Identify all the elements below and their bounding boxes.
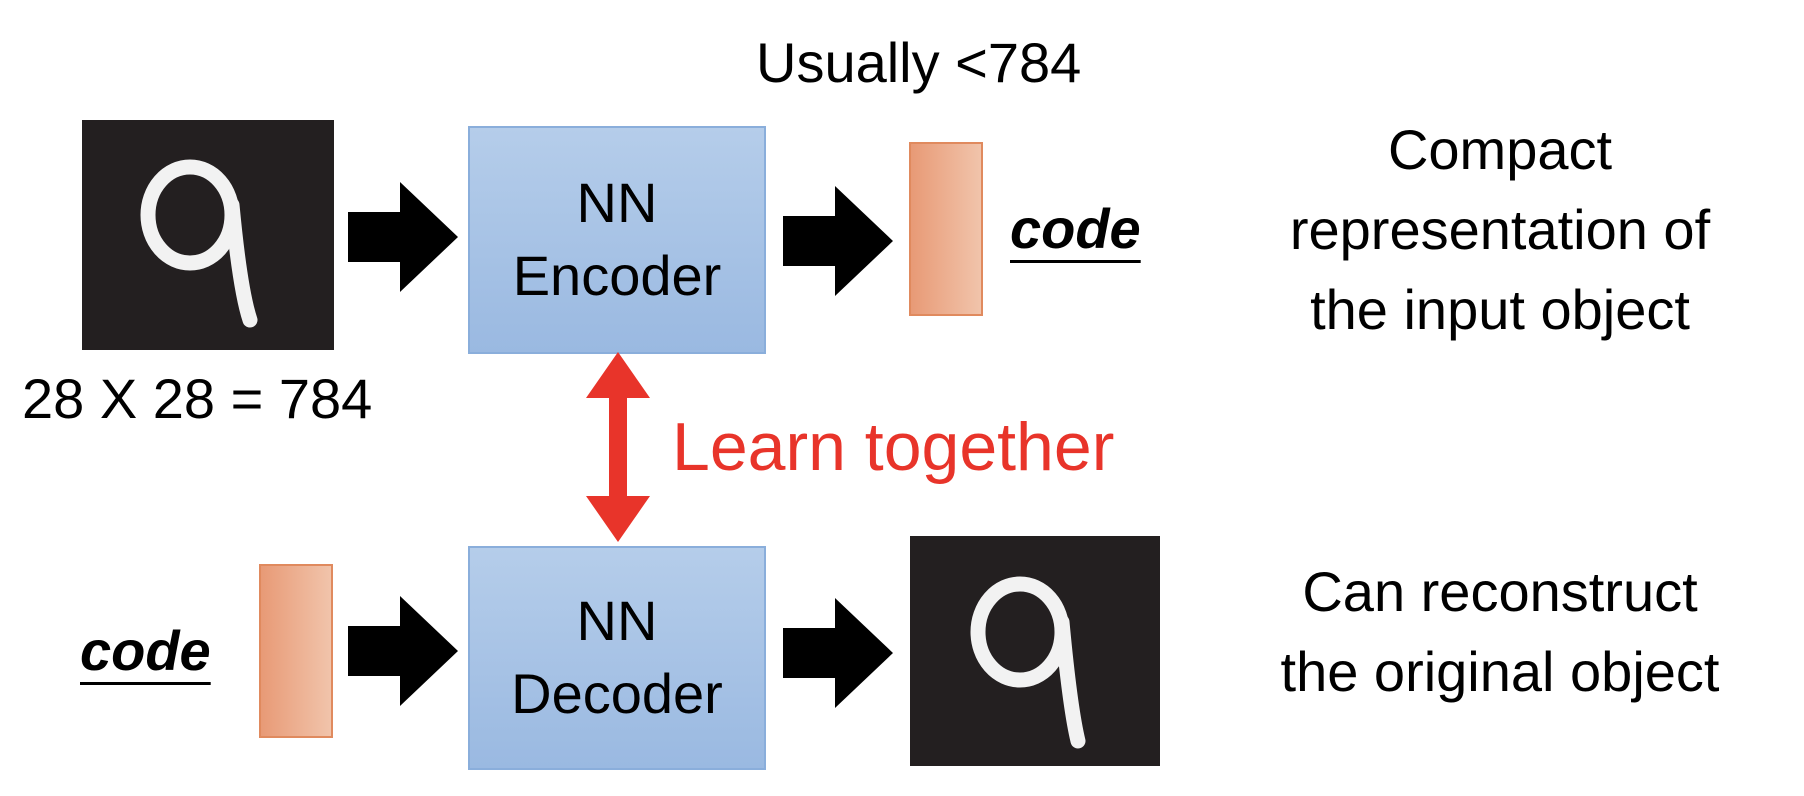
- digit-nine-icon: [970, 576, 1086, 749]
- code-size-note: Usually <784: [756, 31, 1082, 94]
- input-digit-image: [82, 120, 334, 350]
- nn-decoder-box: NN Decoder: [468, 546, 766, 770]
- code-label-bottom: code: [80, 619, 211, 682]
- decoder-line2: Decoder: [511, 662, 723, 725]
- code-vector-top: [909, 142, 983, 316]
- arrow-right-icon: [348, 596, 458, 706]
- decoder-line1: NN: [576, 589, 658, 653]
- arrow-right-icon: [783, 186, 893, 296]
- digit-nine-icon: [140, 159, 258, 328]
- encoder-line1: NN: [576, 171, 658, 235]
- code-label-top: code: [1010, 197, 1141, 260]
- arrow-right-icon: [783, 598, 893, 708]
- nn-encoder-box: NN Encoder: [468, 126, 766, 354]
- encoder-line2: Encoder: [512, 244, 722, 307]
- learn-together-label: Learn together: [672, 409, 1115, 485]
- reconstruct-text: Can reconstruct the original object: [1280, 560, 1720, 703]
- code-vector-bottom: [259, 564, 333, 738]
- output-digit-image: [910, 536, 1160, 766]
- double-arrow-icon: [586, 352, 650, 542]
- compact-representation-text: Compact representation of the input obje…: [1289, 118, 1711, 341]
- input-size-label: 28 X 28 = 784: [22, 367, 373, 430]
- arrow-right-icon: [348, 182, 458, 292]
